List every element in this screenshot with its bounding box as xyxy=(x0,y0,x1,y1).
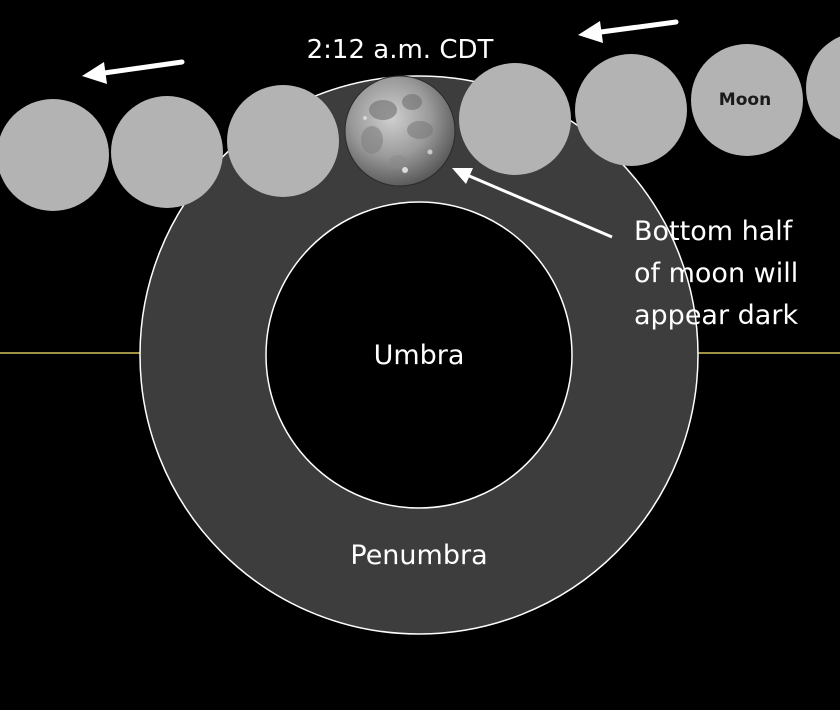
annotation-pointer-head xyxy=(452,168,473,184)
annotation-pointer xyxy=(459,170,613,239)
moon-position xyxy=(111,96,223,208)
moon-photo xyxy=(344,75,456,187)
moon-position xyxy=(459,63,571,175)
left-arrow-head xyxy=(82,62,107,84)
annotation-line-1: Bottom half xyxy=(634,216,794,247)
moon-position xyxy=(227,85,339,197)
moon-label: Moon xyxy=(719,90,771,110)
umbra-shadow xyxy=(265,201,573,509)
moon-position xyxy=(0,99,109,211)
moon-position xyxy=(806,36,840,140)
time-label: 2:12 a.m. CDT xyxy=(307,35,494,65)
annotation-line-3: appear dark xyxy=(634,300,798,331)
annotation-line-2: of moon will xyxy=(634,258,798,289)
moon-position xyxy=(575,54,687,166)
moon-position xyxy=(691,44,803,156)
penumbra-label: Penumbra xyxy=(350,540,487,571)
right-arrow-head xyxy=(578,21,603,43)
umbra-label: Umbra xyxy=(374,340,465,371)
